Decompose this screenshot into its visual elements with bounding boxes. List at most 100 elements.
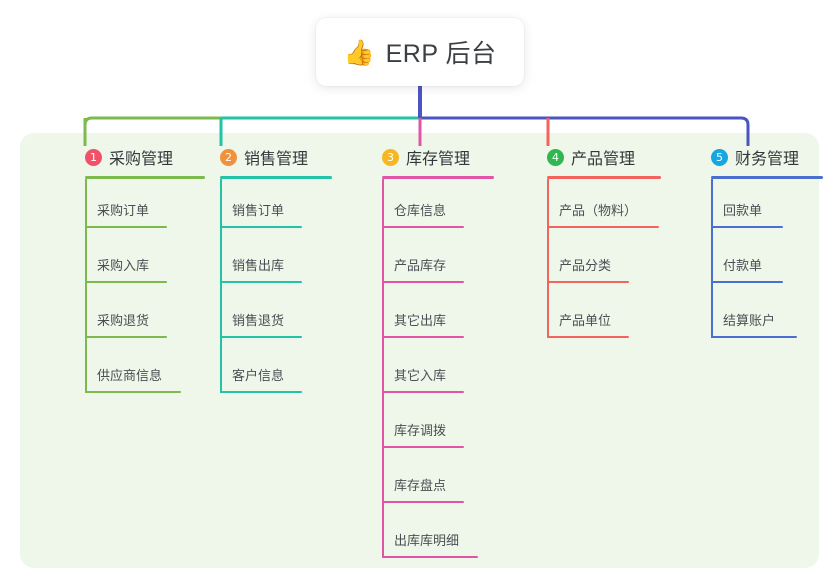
leaf-node-underline — [382, 336, 464, 338]
leaf-node[interactable]: 产品库存 — [362, 234, 494, 289]
leaf-node-underline — [711, 226, 783, 228]
branch-header-5[interactable]: 5 财务管理 — [691, 145, 823, 169]
leaf-node-label: 其它出库 — [394, 313, 447, 328]
leaf-node[interactable]: 出库库明细 — [362, 509, 494, 564]
leaf-node-underline — [220, 391, 302, 393]
branch-header-3[interactable]: 3 库存管理 — [362, 145, 494, 169]
branch-number-badge: 1 — [85, 148, 102, 166]
diagram-panel — [20, 133, 819, 568]
leaf-node-underline — [711, 281, 783, 283]
leaf-node-underline — [547, 336, 629, 338]
leaf-node[interactable]: 付款单 — [691, 234, 823, 289]
leaf-node-label: 付款单 — [723, 258, 763, 273]
leaf-node[interactable]: 库存盘点 — [362, 454, 494, 509]
branch-column-5: 5 财务管理回款单付款单结算账户 — [691, 145, 823, 344]
branch-title: 产品管理 — [571, 151, 636, 168]
branch-title: 采购管理 — [109, 151, 174, 168]
leaf-node-label: 采购退货 — [97, 313, 150, 328]
leaf-node-label: 产品（物料） — [559, 203, 638, 218]
branch-column-3: 3 库存管理仓库信息产品库存其它出库其它入库库存调拨库存盘点出库库明细 — [362, 145, 494, 564]
leaf-node-underline — [220, 281, 302, 283]
branch-column-4: 4 产品管理产品（物料） 产品分类产品单位 — [527, 145, 661, 344]
leaf-node-label: 客户信息 — [232, 368, 285, 383]
leaf-node-underline — [547, 281, 629, 283]
leaf-node-label: 出库库明细 — [394, 533, 460, 548]
leaf-node-underline — [85, 281, 167, 283]
branch-underline — [85, 176, 205, 179]
leaf-node-underline — [382, 391, 464, 393]
leaf-node[interactable]: 库存调拨 — [362, 399, 494, 454]
branch-column-1: 1 采购管理采购订单采购入库采购退货供应商信息 — [65, 145, 205, 399]
leaf-node-label: 库存盘点 — [394, 478, 447, 493]
root-node-title: ERP 后台 — [385, 40, 497, 68]
leaf-node[interactable]: 采购订单 — [65, 179, 205, 234]
branch-title: 库存管理 — [406, 151, 471, 168]
leaf-node-underline — [382, 501, 464, 503]
leaf-node[interactable]: 采购退货 — [65, 289, 205, 344]
leaf-node[interactable]: 销售订单 — [200, 179, 332, 234]
branch-item-list: 仓库信息产品库存其它出库其它入库库存调拨库存盘点出库库明细 — [362, 179, 494, 564]
branch-item-list: 销售订单销售出库销售退货客户信息 — [200, 179, 332, 399]
leaf-node-label: 产品单位 — [559, 313, 612, 328]
leaf-node-underline — [85, 336, 167, 338]
leaf-node[interactable]: 供应商信息 — [65, 344, 205, 399]
leaf-node[interactable]: 产品分类 — [527, 234, 661, 289]
leaf-node-label: 销售订单 — [232, 203, 285, 218]
leaf-node-label: 仓库信息 — [394, 203, 447, 218]
leaf-node-label: 供应商信息 — [97, 368, 163, 383]
leaf-node-underline — [711, 336, 797, 338]
leaf-node[interactable]: 产品（物料） — [527, 179, 661, 234]
leaf-node-label: 采购订单 — [97, 203, 150, 218]
leaf-node-underline — [547, 226, 659, 228]
branch-title: 财务管理 — [735, 151, 800, 168]
branch-item-list: 采购订单采购入库采购退货供应商信息 — [65, 179, 205, 399]
branch-stem-line — [85, 179, 87, 393]
branch-stem-line — [711, 179, 713, 338]
branch-underline — [382, 176, 494, 179]
branch-underline — [547, 176, 661, 179]
leaf-node-label: 产品分类 — [559, 258, 612, 273]
leaf-node-label: 结算账户 — [723, 313, 776, 328]
leaf-node[interactable]: 采购入库 — [65, 234, 205, 289]
branch-item-list: 回款单付款单结算账户 — [691, 179, 823, 344]
leaf-node[interactable]: 销售退货 — [200, 289, 332, 344]
branch-title: 销售管理 — [244, 151, 309, 168]
branch-stem-line — [382, 179, 384, 558]
branch-number-badge: 5 — [711, 148, 728, 166]
branch-header-1[interactable]: 1 采购管理 — [65, 145, 205, 169]
leaf-node[interactable]: 仓库信息 — [362, 179, 494, 234]
root-node-erp-backend[interactable]: 👍 ERP 后台 — [316, 18, 524, 86]
branch-number-badge: 3 — [382, 148, 399, 166]
branch-number-badge: 2 — [220, 148, 237, 166]
leaf-node[interactable]: 结算账户 — [691, 289, 823, 344]
leaf-node[interactable]: 其它出库 — [362, 289, 494, 344]
leaf-node-label: 库存调拨 — [394, 423, 447, 438]
branch-stem-line — [547, 179, 549, 338]
root-node-content: 👍 ERP 后台 — [343, 34, 496, 70]
branch-underline — [711, 176, 823, 179]
leaf-node[interactable]: 销售出库 — [200, 234, 332, 289]
leaf-node[interactable]: 客户信息 — [200, 344, 332, 399]
leaf-node[interactable]: 产品单位 — [527, 289, 661, 344]
branch-stem-line — [220, 179, 222, 393]
branch-underline — [220, 176, 332, 179]
leaf-node-underline — [85, 391, 181, 393]
branch-header-2[interactable]: 2 销售管理 — [200, 145, 332, 169]
thumbs-up-icon: 👍 — [343, 37, 375, 67]
branch-number-badge: 4 — [547, 148, 564, 166]
branch-item-list: 产品（物料） 产品分类产品单位 — [527, 179, 661, 344]
leaf-node-label: 采购入库 — [97, 258, 150, 273]
leaf-node-underline — [220, 336, 302, 338]
branch-column-2: 2 销售管理销售订单销售出库销售退货客户信息 — [200, 145, 332, 399]
leaf-node-label: 回款单 — [723, 203, 763, 218]
leaf-node-label: 其它入库 — [394, 368, 447, 383]
branch-header-4[interactable]: 4 产品管理 — [527, 145, 661, 169]
leaf-node[interactable]: 其它入库 — [362, 344, 494, 399]
leaf-node-underline — [382, 226, 464, 228]
leaf-node-underline — [382, 446, 464, 448]
leaf-node[interactable]: 回款单 — [691, 179, 823, 234]
leaf-node-underline — [382, 556, 478, 558]
leaf-node-underline — [85, 226, 167, 228]
